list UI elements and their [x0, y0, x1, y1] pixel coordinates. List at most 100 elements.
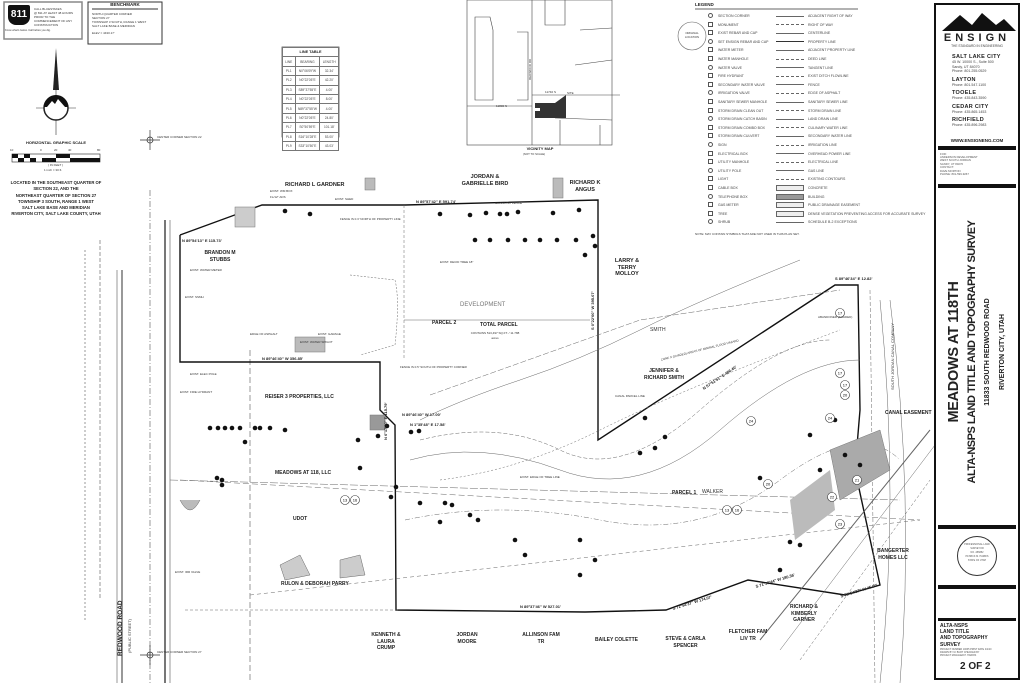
owner-label: BANGERTER HOMES LLC [877, 548, 909, 561]
legend-symbol-label: SECONDARY WATER VALVE [718, 82, 766, 87]
divider [938, 525, 1016, 529]
tree-icon [237, 425, 243, 431]
trees [207, 207, 863, 578]
scale-tick-10: 10 [10, 148, 14, 152]
schedule-number: 22 [830, 495, 835, 500]
tree-line-label: EXIST. EDGE OF TREE LINE [520, 475, 560, 479]
legend-line-icon [776, 101, 804, 103]
parcel-2-label: PARCEL 2 [432, 320, 457, 326]
tree-icon [357, 465, 363, 471]
legend-symbol-label: WATER METER [718, 48, 744, 53]
line-table-cell: S33°10'50"E [294, 140, 321, 152]
owner-label: RICHARD L GARDNER [285, 182, 345, 188]
tree-icon [817, 467, 823, 473]
note-label: EXIST. ELEC POLE [190, 372, 217, 376]
line-table-cell: PL6 [282, 112, 296, 124]
website[interactable]: WWW.ENSIGNENG.COM [950, 137, 1004, 143]
schedule-b2-exception-marker: 17 [835, 368, 845, 378]
legend-note: NOTE: MAY CONTAIN SYMBOLS THAT ARE NOT U… [695, 232, 800, 236]
legend-symbol-label: WATER MANHOLE [718, 57, 749, 61]
bearing-label: N 89°37'46" W 527.01' [520, 604, 561, 609]
schedule-b2-exception-marker: 20 [763, 479, 773, 489]
legend-line-label: BUILDING [808, 194, 825, 199]
divider [938, 145, 1016, 150]
bearing-label: N 89°54'13" E 115.73' [182, 238, 222, 243]
bearing-label: S 0°22'00" W 395.07' [590, 291, 595, 330]
line-table-cell: N0°22'05"E [294, 112, 321, 124]
owner-label: ALLINSON FAM TR [522, 632, 560, 645]
note-label: FENCE IS 0.3' NORTH OF PROPERTY LINE [340, 217, 401, 221]
tree-icon [222, 425, 228, 431]
project-title: MEADOWS AT 118TH [946, 281, 962, 423]
bearing-label: N 0°17'20" E 115.79' [383, 402, 388, 440]
tree-icon [652, 445, 658, 451]
legend-line-icon [776, 170, 804, 172]
line-table-cell: PL9 [282, 140, 296, 152]
section-corner-label: CENTER CORNER SECTION 27 [157, 650, 202, 654]
legend-line-label: IRRIGATION LINE [808, 143, 837, 147]
line-table-cell: 43.03' [319, 140, 339, 152]
schedule-b2-exception-marker: 13 [340, 495, 350, 505]
legend-line-icon [776, 24, 804, 26]
legend-line-icon [776, 193, 804, 200]
vicinity-street: 11740 S [545, 90, 556, 94]
legend-line-icon [776, 67, 804, 69]
divider [938, 184, 1016, 189]
owner-label: RICHARD K ANGUS [569, 180, 601, 193]
legend-symbol-label: SANITARY SEWER MANHOLE [718, 100, 768, 104]
line-table-cell: PL1 [282, 65, 296, 77]
legend-line-icon [776, 49, 804, 51]
project-city: RIVERTON CITY, UTAH [999, 314, 1006, 390]
schedule-number: 13 [343, 498, 348, 503]
schedule-number: 13 [725, 508, 730, 513]
note-label: EXIST. WATER SPIGOT [300, 340, 333, 344]
owner-label: JORDAN MOORE [456, 632, 478, 645]
legend-symbol-icon [708, 99, 713, 104]
schedule-b2-exception-marker: 16 [732, 505, 742, 515]
line-table-cell: N0°22'05"E [294, 75, 321, 86]
tree-icon [592, 557, 598, 563]
legend-symbol-icon [708, 202, 713, 208]
total-parcel-label: TOTAL PARCEL [480, 322, 518, 328]
tree-icon [757, 475, 763, 481]
tree-icon [512, 537, 518, 543]
section-corner-label: CENTER CORNER SECTION 22 [157, 135, 202, 139]
schedule-b2-exception-marker: 13 [722, 505, 732, 515]
tree-icon [282, 427, 288, 433]
legend-line-icon [776, 221, 804, 223]
tree-icon [662, 434, 668, 440]
scale-tick-20: 20 [54, 148, 58, 152]
legend-symbol-icon [708, 133, 713, 139]
call-811-tagline: Know what's below. Call before you dig. [5, 29, 51, 32]
benchmark-box [87, 1, 163, 45]
legend-line-label: GAS LINE [808, 168, 825, 173]
vicinity-site: SITE [567, 91, 574, 95]
legend-symbol-icon [708, 81, 713, 87]
note-label: EXIST. FIRE HYDRANT [180, 390, 213, 394]
scale-ratio: 1 inch = 30 ft. [44, 168, 63, 172]
vicinity-map [466, 0, 620, 146]
tree-icon [355, 437, 361, 443]
parcel-1-label: PARCEL 1 [672, 490, 697, 496]
tree-icon [857, 462, 863, 468]
legend-line-label: ADJACENT PROPERTY LINE [808, 48, 856, 53]
legend-line-icon [776, 144, 804, 146]
office-city: RICHFIELD [952, 117, 985, 123]
legend-symbol-icon [708, 185, 713, 190]
tree-icon [787, 539, 793, 545]
tree-icon [582, 252, 588, 258]
legend-symbol-icon [708, 142, 713, 147]
legend-symbol-label: UTILITY POLE [718, 168, 742, 173]
legend-symbol-label: SECTION CORNER [718, 14, 750, 18]
legend-line-icon [776, 161, 804, 163]
owner-label: SMITH [650, 327, 666, 333]
legend-symbol-icon [708, 219, 713, 225]
section-corner-icon [140, 130, 160, 665]
schedule-number: 16 [353, 498, 358, 503]
legend-line-label: DEED LINE [808, 57, 827, 61]
shed-label: EXIST. SHED [335, 197, 354, 201]
